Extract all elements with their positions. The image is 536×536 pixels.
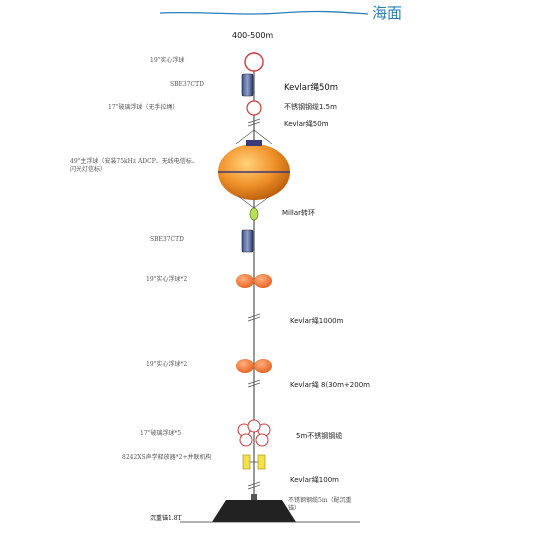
float19-solid-label: 19"实心浮球	[150, 57, 185, 64]
swivel-icon	[249, 207, 259, 221]
kevlar-50m-mid-label: Kevlar绳50m	[284, 120, 329, 128]
anchor-icon	[212, 494, 296, 522]
bridle-icon-bottom	[237, 195, 271, 209]
main-float-label: 49"主浮球（安装75kHz ADCP、无线电信标、闪光灯信标）	[70, 158, 198, 173]
depth-range-label: 400-500m	[232, 31, 274, 40]
glass-float-icon-top	[246, 100, 262, 116]
line-break-icon	[247, 118, 261, 127]
steel-cable-1-5m-label: 不锈钢钢缆1.5m	[284, 103, 337, 111]
bridle-icon-top	[235, 129, 273, 145]
acoustic-release-icon	[242, 454, 266, 470]
anchor-label: 沉重锚1.8T	[150, 515, 182, 522]
steel-5m-label: 5m不锈钢钢缆	[296, 432, 343, 440]
kevlar-1000m-label: Kevlar绳1000m	[290, 317, 344, 325]
ctd-mid-label: SBE37CTD	[150, 236, 184, 243]
glass-float-cluster-icon	[237, 419, 271, 447]
steel-bottom-label: 不锈钢钢缆5m（配沉重锚）	[288, 497, 352, 512]
line-break-icon-4	[247, 481, 261, 490]
line-break-icon-2	[247, 313, 261, 322]
release-label: 8242XS声学释放器*2+并联机构	[122, 454, 212, 461]
millar-joint-label: Millar转环	[282, 209, 316, 217]
float19-pair-2-label: 19"实心浮球*2	[146, 361, 188, 368]
float-pair-icon-2	[236, 359, 272, 373]
ctd-icon-mid	[241, 229, 254, 253]
kevlar-segmented-label: Kevlar绳 8(30m+200m	[290, 381, 370, 389]
float-pair-icon-1	[236, 274, 272, 288]
float17-glass-top-label: 17"玻璃浮球（无手拉绳）	[108, 104, 179, 111]
ctd-top-label: SBE37CTD	[170, 81, 204, 88]
float-icon-top	[244, 52, 264, 72]
sea-surface-line	[159, 10, 369, 15]
sea-surface-label: 海面	[372, 4, 403, 22]
kevlar-50m-top-label: Kevlar绳50m	[284, 83, 339, 93]
float17-glass-cluster-label: 17"玻璃浮球*5	[140, 430, 182, 437]
ctd-icon-top	[241, 73, 254, 97]
main-float-icon	[218, 140, 290, 200]
line-break-icon-3	[247, 379, 261, 388]
float19-pair-1-label: 19"实心浮球*2	[146, 276, 188, 283]
kevlar-100m-label: Kevlar绳100m	[290, 476, 339, 484]
